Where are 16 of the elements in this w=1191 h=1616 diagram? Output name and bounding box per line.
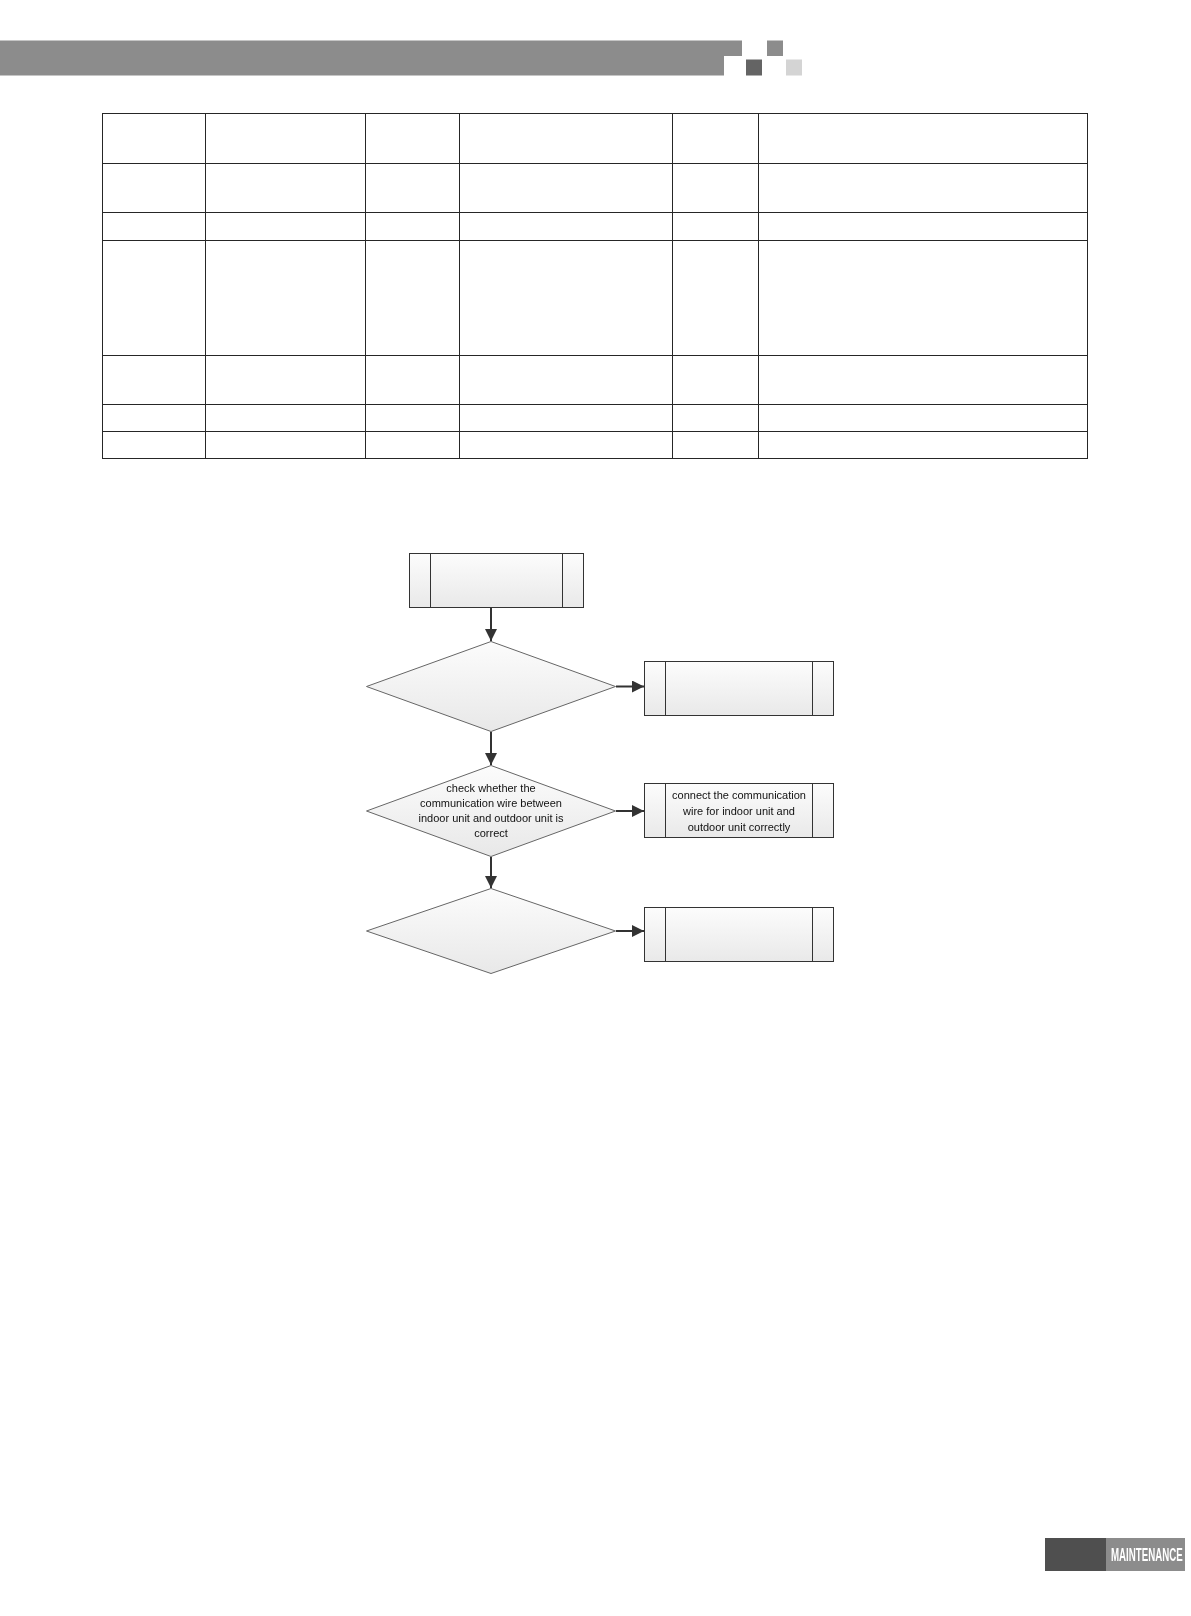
decision-diamond <box>366 888 616 974</box>
decision-text: check whether the communication wire between indoor unit and outdoor unit is correct <box>417 781 565 841</box>
process-box <box>644 783 834 838</box>
arrow <box>615 925 645 937</box>
section-label: MAINTENANCE <box>1111 1545 1183 1565</box>
arrow <box>485 607 497 642</box>
arrow <box>485 856 497 889</box>
arrow <box>615 805 645 817</box>
process-box <box>644 661 834 716</box>
process-box <box>409 553 584 608</box>
decision-diamond <box>366 641 616 732</box>
arrow <box>485 731 497 766</box>
process-box <box>644 907 834 962</box>
process-text: connect the communication wire for indoor unit and outdoor unit correctly <box>671 787 807 835</box>
decision-diamond <box>366 765 616 857</box>
arrow <box>615 680 645 693</box>
